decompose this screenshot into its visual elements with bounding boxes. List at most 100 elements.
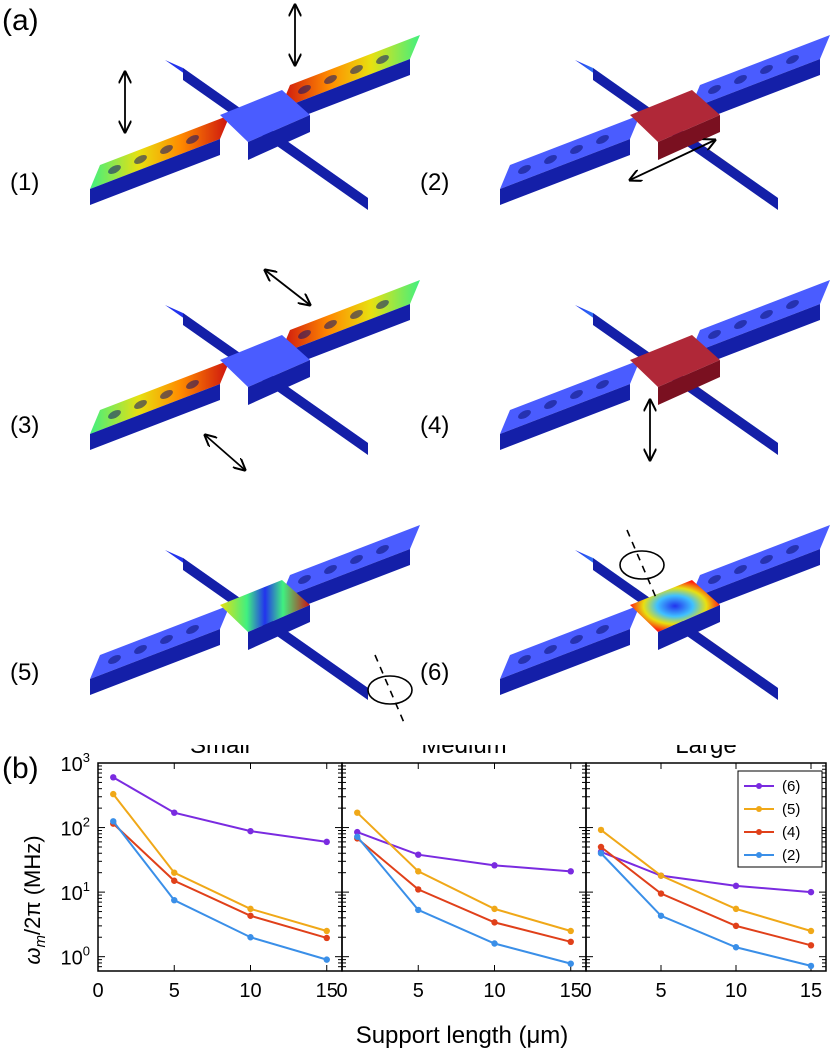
x-tick-label: 5 (413, 980, 424, 1002)
x-tick-label: 5 (169, 980, 180, 1002)
rail-right-top (280, 280, 420, 354)
rail-right-hole (324, 564, 337, 575)
data-point (354, 809, 361, 816)
data-point (247, 934, 254, 941)
data-point (732, 905, 740, 913)
rail-right-hole (324, 74, 337, 85)
rail-left-top (90, 360, 230, 434)
rail-right-side (690, 59, 820, 125)
data-point (657, 872, 665, 879)
mode-5: (5) (10, 525, 420, 726)
mode-2: (2) (420, 35, 830, 210)
series-line (600, 850, 812, 894)
data-point (110, 790, 117, 798)
panel-a-illustrations: (1)(2)(3)(4)(5)(6) (10, 0, 830, 726)
data-point (807, 942, 815, 949)
rail-left-hole (596, 379, 609, 390)
rail-right-top (690, 280, 830, 354)
rail-right-side (690, 304, 820, 370)
rail-right-side (690, 549, 820, 615)
mode-label: (6) (420, 659, 449, 686)
rail-left-hole (160, 634, 173, 645)
y-tick-label: 101 (61, 879, 90, 905)
data-point (110, 774, 117, 781)
rail-left-hole (596, 624, 609, 635)
data-point (597, 850, 605, 857)
data-point (597, 843, 605, 851)
rail-left-hole (570, 634, 583, 645)
data-point (732, 922, 740, 930)
panel-b-charts: ωm/2π (MHz) Support length (μm) Small 10 0… (20, 745, 827, 1049)
data-point (732, 944, 740, 951)
x-axis-label: Support length (μm) (356, 1022, 569, 1049)
rail-right-top (690, 525, 830, 599)
center-pad-side (248, 360, 310, 405)
data-point (171, 896, 178, 904)
x-tick-label: 0 (580, 980, 591, 1002)
x-tick-label: 10 (725, 980, 747, 1002)
rail-left-side (90, 629, 220, 695)
series-line (356, 831, 571, 873)
x-tick-label: 10 (239, 980, 261, 1002)
center-pad-top (220, 580, 310, 632)
center-pad-top (630, 90, 720, 142)
data-point (597, 826, 605, 834)
plot-frame (341, 762, 587, 972)
data-point (415, 906, 422, 914)
rail-left-top (500, 115, 640, 189)
series-line (600, 852, 812, 967)
rail-left-hole (108, 654, 121, 665)
data-point (354, 833, 361, 840)
data-point (247, 912, 254, 919)
rail-right-top (280, 525, 420, 599)
series-line (112, 793, 328, 932)
x-tick-label: 15 (800, 980, 822, 1002)
rail-right-hole (324, 319, 337, 330)
panel-a-label: (a) (2, 4, 39, 37)
y-axis-label: ωm/2π (MHz) (20, 835, 49, 964)
series-line (600, 846, 812, 947)
rail-right-top (280, 35, 420, 109)
mode-label: (2) (420, 169, 449, 196)
legend-entry: (4) (782, 824, 800, 841)
rail-left-hole (186, 624, 199, 635)
series-line (112, 776, 327, 843)
data-point (567, 960, 574, 967)
plot-frame (97, 762, 343, 972)
rail-left-hole (518, 164, 531, 175)
legend-entry: (5) (782, 801, 800, 818)
rail-left-hole (544, 399, 557, 410)
rail-right-hole (350, 64, 363, 75)
rail-left-hole (544, 644, 557, 655)
y-tick-label: 102 (61, 815, 90, 841)
rail-left-hole (186, 379, 199, 390)
series-line (112, 822, 328, 939)
data-point (323, 934, 330, 942)
data-point (567, 927, 574, 935)
data-point (415, 851, 422, 858)
rotation-axis (374, 654, 406, 726)
legend-marker (756, 852, 762, 858)
rail-left-hole (570, 389, 583, 400)
data-point (171, 809, 178, 816)
rail-right-hole (350, 309, 363, 320)
rail-left-top (500, 605, 640, 679)
rail-right-hole (786, 54, 799, 65)
series-line (600, 829, 812, 932)
rail-right-hole (786, 544, 799, 555)
chart-title: Small (190, 745, 250, 759)
data-point (354, 828, 361, 836)
x-tick-label: 0 (92, 980, 103, 1002)
rail-left-side (90, 384, 220, 450)
data-point (323, 956, 330, 963)
rail-left-top (90, 115, 230, 189)
rail-left-side (500, 384, 630, 450)
series-line (356, 836, 572, 965)
data-point (171, 877, 178, 884)
mode-1: (1) (10, 5, 420, 210)
rail-left-hole (134, 644, 147, 655)
rail-left-hole (134, 399, 147, 410)
rail-right-hole (376, 544, 389, 555)
